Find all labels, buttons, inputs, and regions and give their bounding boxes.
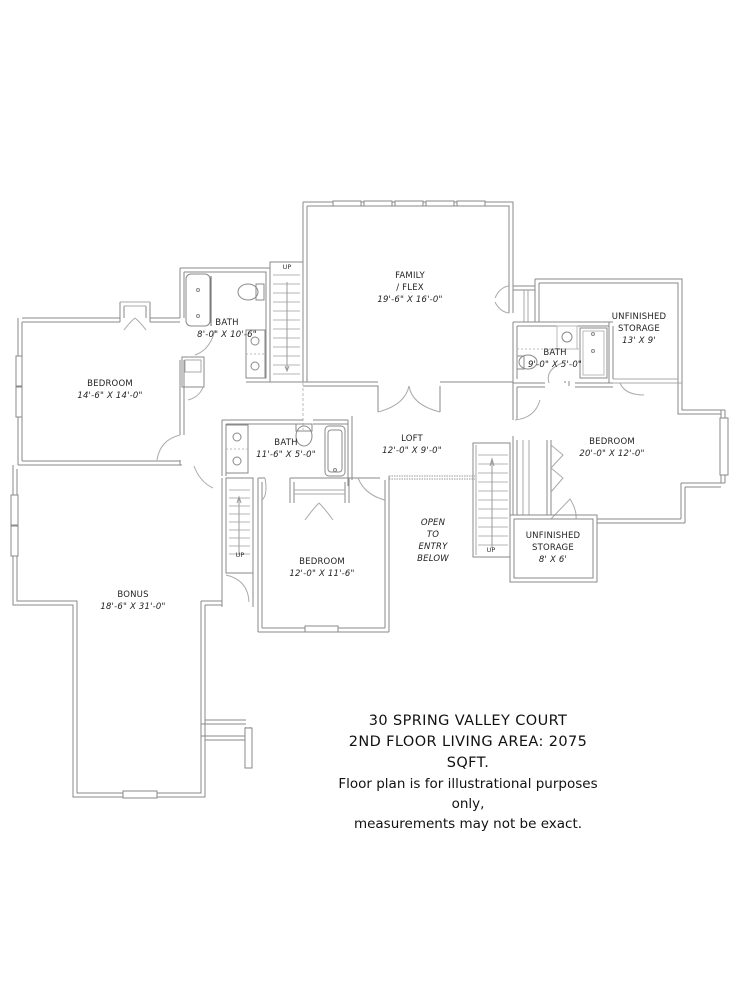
room-name: ENTRY	[418, 542, 448, 552]
bath-right-walls	[512, 285, 613, 386]
disclaimer-line-1: Floor plan is for illustrational purpose…	[338, 776, 598, 812]
room-label-open-to-entry: OPEN TO ENTRY BELOW	[417, 517, 449, 565]
room-name: / FLEX	[396, 283, 424, 293]
room-dimensions: 9'-0" X 5'-0"	[527, 360, 583, 370]
bath-upper-walls	[179, 267, 271, 401]
loft-railing	[389, 475, 475, 480]
room-label-storage-upper: UNFINISHED STORAGE 13' X 9'	[612, 311, 667, 347]
room-dimensions: 11'-6" X 5'-0"	[256, 450, 316, 460]
room-dimensions: 8' X 6'	[538, 555, 568, 565]
stair-up-label: UP	[282, 263, 292, 271]
room-label-family-flex: FAMILY / FLEX 19'-6" X 16'-0"	[377, 270, 442, 306]
room-dimensions: 19'-6" X 16'-0"	[377, 295, 443, 305]
room-label-bonus: BONUS 18'-6" X 31'-0"	[100, 589, 165, 613]
room-dimensions: 14'-6" X 14'-0"	[77, 391, 143, 401]
room-name: BONUS	[117, 590, 149, 600]
room-dimensions: 12'-0" X 11'-6"	[289, 569, 355, 579]
room-label-bath-center: BATH 11'-6" X 5'-0"	[256, 437, 316, 461]
room-name: BATH	[274, 438, 298, 448]
address-title: 30 SPRING VALLEY COURT	[368, 713, 568, 729]
room-name: FAMILY	[395, 271, 425, 281]
bedroom-center-walls	[257, 476, 390, 633]
room-label-bedroom-center: BEDROOM 12'-0" X 11'-6"	[289, 556, 354, 580]
storage-upper-walls	[534, 278, 725, 415]
room-name: STORAGE	[532, 543, 574, 553]
plan-caption: 30 SPRING VALLEY COURT 2ND FLOOR LIVING …	[327, 711, 609, 834]
room-name: BELOW	[417, 554, 449, 564]
family-flex-walls	[302, 200, 514, 413]
room-dimensions: 12'-0" X 9'-0"	[382, 446, 442, 456]
room-dimensions: 20'-0" X 12'-0"	[579, 449, 645, 459]
room-name: STORAGE	[618, 324, 660, 334]
stair-right	[472, 442, 511, 558]
room-name: TO	[426, 530, 440, 540]
room-dimensions: 8'-0" X 10'-6"	[197, 330, 257, 340]
room-name: OPEN	[420, 518, 446, 528]
room-label-loft: LOFT 12'-0" X 9'-0"	[382, 433, 442, 457]
room-dimensions: 18'-6" X 31'-0"	[100, 602, 166, 612]
stair-upper	[269, 261, 304, 430]
stair-up-label: UP	[235, 551, 245, 559]
room-label-storage-lower: UNFINISHED STORAGE 8' X 6'	[526, 530, 581, 566]
bath-center-walls	[221, 416, 353, 480]
storage-lower-walls	[509, 514, 598, 583]
room-name: BEDROOM	[589, 437, 635, 447]
stair-up-label: UP	[486, 546, 496, 554]
disclaimer-line-2: measurements may not be exact.	[353, 816, 583, 832]
bonus-walls	[10, 465, 253, 799]
room-name: LOFT	[401, 434, 423, 444]
bedroom-right-walls	[512, 382, 729, 524]
room-name: BATH	[543, 348, 567, 358]
room-dimensions: 13' X 9'	[622, 336, 656, 346]
room-label-bedroom-right: BEDROOM 20'-0" X 12'-0"	[579, 436, 644, 460]
room-name: BATH	[215, 318, 239, 328]
room-name: UNFINISHED	[525, 531, 581, 541]
room-label-bath-upper: BATH 8'-0" X 10'-6"	[197, 317, 257, 341]
room-name: BEDROOM	[87, 379, 133, 389]
room-name: UNFINISHED	[611, 312, 667, 322]
bedroom-left-walls	[15, 301, 214, 489]
room-label-bedroom-left: BEDROOM 14'-6" X 14'-0"	[77, 378, 142, 402]
room-label-bath-right: BATH 9'-0" X 5'-0"	[528, 347, 582, 371]
living-area: 2ND FLOOR LIVING AREA: 2075 SQFT.	[348, 734, 588, 771]
room-name: BEDROOM	[299, 557, 345, 567]
